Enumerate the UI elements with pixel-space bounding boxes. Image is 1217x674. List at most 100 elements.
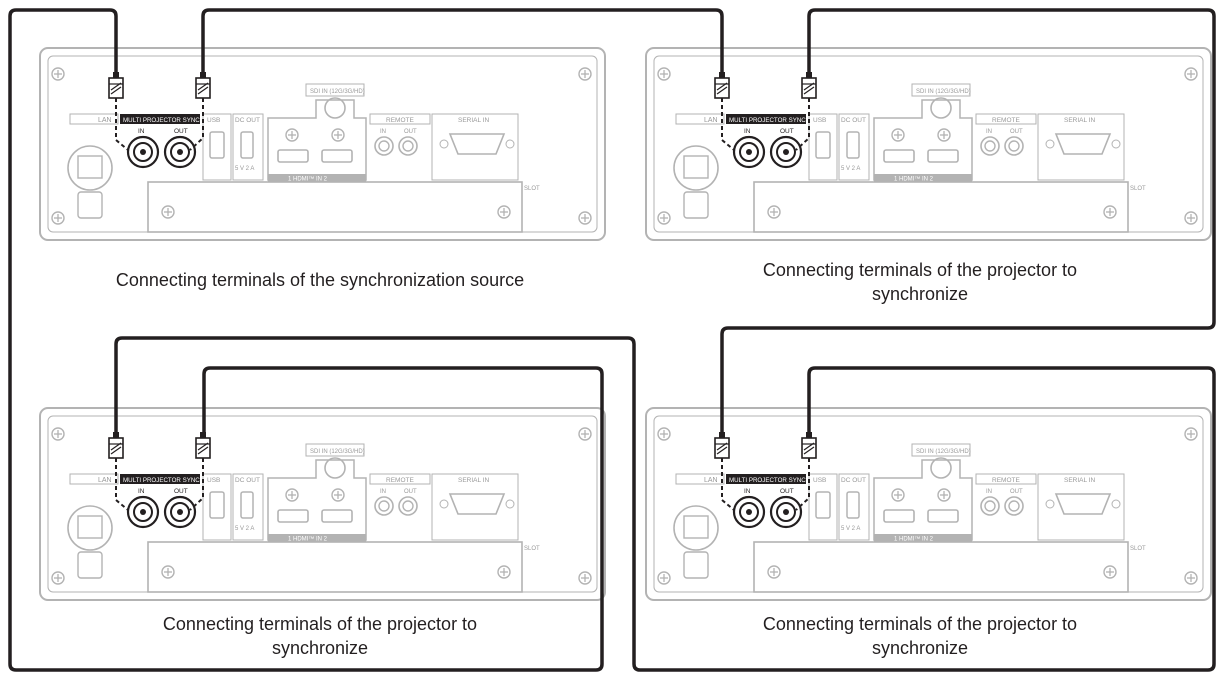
hdmi-2-port xyxy=(321,149,353,163)
usb-label: USB xyxy=(813,477,826,484)
serial-port xyxy=(448,133,506,155)
lan-label: LAN xyxy=(704,117,718,124)
lan-port xyxy=(67,505,113,551)
sync-label: MULTI PROJECTOR SYNC xyxy=(123,477,200,484)
sdi-label: SDI IN (12G/3G/HD) xyxy=(916,89,971,95)
panel-frame xyxy=(39,407,606,601)
dc-out-port xyxy=(240,131,254,159)
screw-icon xyxy=(1103,565,1117,579)
screw-icon xyxy=(331,128,345,142)
sync-in-label: IN xyxy=(138,488,145,495)
remote-in-label: IN xyxy=(986,129,992,135)
sync-in-label: IN xyxy=(138,128,145,135)
remote-in-label: IN xyxy=(380,129,386,135)
remote-in-port xyxy=(980,496,1000,516)
screw-icon xyxy=(1184,211,1198,225)
dc-out-label: DC OUT xyxy=(235,117,260,124)
screw-icon xyxy=(657,67,671,81)
screw-icon xyxy=(161,205,175,219)
screw-icon xyxy=(937,488,951,502)
dc-out-label: DC OUT xyxy=(841,117,866,124)
sdi-port xyxy=(324,457,346,479)
usb-port xyxy=(815,131,831,159)
slot-cover xyxy=(147,541,523,593)
lan-port xyxy=(673,145,719,191)
remote-out-label: OUT xyxy=(404,129,417,135)
dc-out-label: DC OUT xyxy=(841,477,866,484)
sync-label: MULTI PROJECTOR SYNC xyxy=(729,117,806,124)
hdmi-1-port xyxy=(883,509,915,523)
cable-1-to-3 xyxy=(720,8,1216,432)
screw-icon xyxy=(767,205,781,219)
remote-in-label: IN xyxy=(380,489,386,495)
serial-port xyxy=(1054,133,1112,155)
screw-icon xyxy=(51,427,65,441)
slot-cover xyxy=(753,541,1129,593)
hdmi-2-port xyxy=(927,509,959,523)
sync-in-port xyxy=(732,495,766,529)
sync-out-label: OUT xyxy=(780,488,794,495)
screw-icon xyxy=(161,565,175,579)
sync-out-label: OUT xyxy=(174,128,188,135)
remote-out-port xyxy=(398,496,418,516)
screw-icon xyxy=(1184,427,1198,441)
screw-icon xyxy=(767,565,781,579)
hdmi-label: 1 HDMI™ IN 2 xyxy=(894,176,934,183)
panel-caption-1: Connecting terminals of the projector to… xyxy=(762,260,1078,304)
cable-loop-outer xyxy=(8,8,604,672)
sync-in-port xyxy=(126,135,160,169)
sdi-label: SDI IN (12G/3G/HD) xyxy=(916,449,971,455)
sync-in-label: IN xyxy=(744,488,751,495)
sdi-port xyxy=(930,97,952,119)
hdmi-label: 1 HDMI™ IN 2 xyxy=(894,536,934,543)
terminal-panel-0: LAN MULTI PROJECTOR SYNC IN OUT USB DC O… xyxy=(39,47,606,241)
dc-spec-label: 5 V 2 A xyxy=(235,166,254,172)
screw-icon xyxy=(497,205,511,219)
dc-spec-label: 5 V 2 A xyxy=(235,526,254,532)
screw-icon xyxy=(285,128,299,142)
sync-in-port xyxy=(126,495,160,529)
hdmi-2-port xyxy=(321,509,353,523)
screw-icon xyxy=(657,571,671,585)
screw-icon xyxy=(578,211,592,225)
remote-label: REMOTE xyxy=(386,117,414,124)
remote-out-label: OUT xyxy=(404,489,417,495)
sync-in-port xyxy=(732,135,766,169)
slot-cover xyxy=(753,181,1129,233)
screw-icon xyxy=(657,211,671,225)
sync-out-label: OUT xyxy=(174,488,188,495)
hdmi-label: 1 HDMI™ IN 2 xyxy=(288,176,328,183)
usb-port xyxy=(209,491,225,519)
screw-icon xyxy=(1184,571,1198,585)
hdmi-1-port xyxy=(277,149,309,163)
screw-icon xyxy=(578,67,592,81)
lan-label: LAN xyxy=(704,477,718,484)
remote-in-port xyxy=(374,136,394,156)
remote-out-label: OUT xyxy=(1010,489,1023,495)
usb-label: USB xyxy=(813,117,826,124)
usb-label: USB xyxy=(207,117,220,124)
dc-spec-label: 5 V 2 A xyxy=(841,526,860,532)
hdmi-1-port xyxy=(883,149,915,163)
remote-out-label: OUT xyxy=(1010,129,1023,135)
lan-port xyxy=(67,145,113,191)
remote-out-port xyxy=(1004,496,1024,516)
screw-icon xyxy=(891,128,905,142)
serial-port xyxy=(448,493,506,515)
slot-label: SLOT xyxy=(1130,186,1146,192)
screw-icon xyxy=(285,488,299,502)
usb-label: USB xyxy=(207,477,220,484)
dc-out-port xyxy=(240,491,254,519)
dc-spec-label: 5 V 2 A xyxy=(841,166,860,172)
slot-label: SLOT xyxy=(524,546,540,552)
screw-icon xyxy=(891,488,905,502)
cable-0-to-1 xyxy=(201,8,724,72)
screw-icon xyxy=(578,571,592,585)
sync-label: MULTI PROJECTOR SYNC xyxy=(729,477,806,484)
remote-label: REMOTE xyxy=(386,477,414,484)
panel-frame xyxy=(645,47,1212,241)
screw-icon xyxy=(578,427,592,441)
remote-in-port xyxy=(980,136,1000,156)
remote-in-port xyxy=(374,496,394,516)
